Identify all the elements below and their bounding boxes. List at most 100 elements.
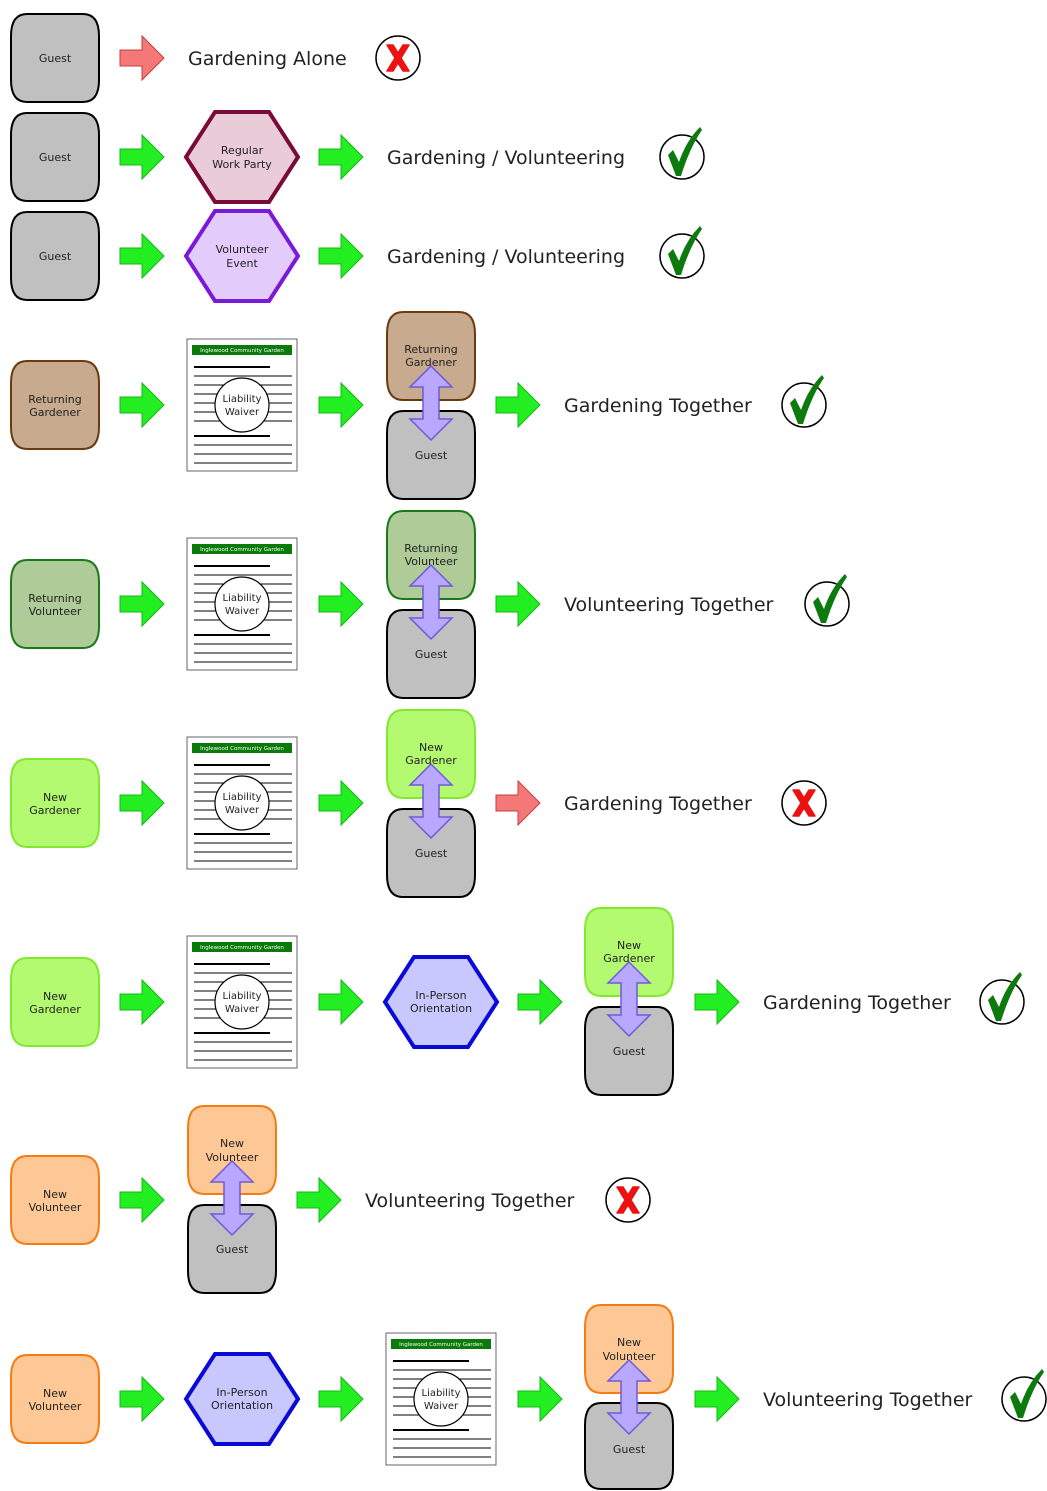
badge-label-line-1: Returning [28, 592, 82, 605]
right-arrow-icon [119, 134, 165, 180]
pairing-stack: Guest New Gardener [386, 709, 476, 898]
hexagon-label-line-2: Event [226, 257, 258, 270]
right-arrow-icon [119, 35, 165, 81]
waiver-label-line-1: Liability [223, 792, 262, 803]
guest-badge: Guest [584, 1402, 674, 1490]
waiver-label-line-2: Waiver [225, 805, 260, 816]
row-6: New Gardener Inglewood Community Garden … [10, 709, 827, 898]
waiver-label-line-1: Liability [223, 991, 262, 1002]
liability-waiver-document: Inglewood Community Garden Liability Wai… [186, 537, 298, 671]
hexagon-label-line-2: Orientation [410, 1002, 472, 1015]
returning-gardener-badge: Returning Gardener [386, 311, 476, 401]
waiver-header: Inglewood Community Garden [200, 945, 284, 951]
badge-label-line-2: Gardener [405, 356, 457, 369]
new-gardener-badge: New Gardener [386, 709, 476, 799]
row-5: Returning Volunteer Inglewood Community … [10, 510, 850, 699]
right-arrow-icon [517, 979, 563, 1025]
pairing-stack: Guest Returning Gardener [386, 311, 476, 500]
check-mark-icon [659, 126, 705, 180]
outcome-text: Gardening Together [564, 793, 752, 815]
liability-waiver-document: Inglewood Community Garden Liability Wai… [385, 1332, 497, 1466]
returning-gardener-badge: Returning Gardener [10, 360, 100, 450]
check-mark-icon [1001, 1368, 1047, 1422]
waiver-label-line-2: Waiver [225, 407, 260, 418]
badge-label-line-1: New [43, 990, 67, 1003]
guest-label: Guest [415, 449, 448, 462]
waiver-label-line-2: Waiver [424, 1401, 459, 1412]
right-arrow-icon [318, 233, 364, 279]
hexagon-label-line-2: Work Party [212, 158, 272, 171]
new-volunteer-badge: New Volunteer [584, 1304, 674, 1394]
right-arrow-icon [495, 780, 541, 826]
right-arrow-icon [119, 581, 165, 627]
guest-badge: Guest [187, 1204, 277, 1294]
new-gardener-badge: New Gardener [584, 907, 674, 997]
waiver-label-line-2: Waiver [225, 606, 260, 617]
liability-waiver-document: Inglewood Community Garden Liability Wai… [186, 338, 298, 472]
returning-volunteer-badge: Returning Volunteer [386, 510, 476, 600]
row-7: New Gardener Inglewood Community Garden … [10, 907, 1025, 1096]
row-4: Returning Gardener Inglewood Community G… [10, 311, 827, 500]
badge-label-line-2: Volunteer [29, 1400, 82, 1413]
right-arrow-icon [318, 979, 364, 1025]
pairing-stack: Guest Returning Volunteer [386, 510, 476, 699]
badge-label-line-2: Volunteer [29, 605, 82, 618]
badge-label-line-2: Volunteer [405, 555, 458, 568]
in-person-orientation-hexagon: In-Person Orientation [383, 955, 499, 1049]
row-8: New Volunteer Guest New Volunteer Volunt… [10, 1105, 651, 1294]
guest-label: Guest [216, 1243, 249, 1256]
right-arrow-icon [119, 1177, 165, 1223]
right-arrow-icon [318, 1376, 364, 1422]
row-3: Guest Volunteer Event Gardening / Volunt… [10, 209, 705, 303]
waiver-label-line-1: Liability [223, 593, 262, 604]
badge-label-line-2: Volunteer [603, 1350, 656, 1363]
guest-label: Guest [39, 250, 72, 263]
new-volunteer-badge: New Volunteer [187, 1105, 277, 1195]
badge-label-line-1: Returning [28, 393, 82, 406]
badge-label-line-1: New [220, 1137, 244, 1150]
waiver-header: Inglewood Community Garden [200, 746, 284, 752]
right-arrow-icon [694, 1376, 740, 1422]
right-arrow-icon [296, 1177, 342, 1223]
in-person-orientation-hexagon: In-Person Orientation [184, 1352, 300, 1446]
new-gardener-badge: New Gardener [10, 957, 100, 1047]
badge-label-line-1: New [617, 939, 641, 952]
outcome-text: Gardening / Volunteering [387, 147, 625, 169]
right-arrow-icon [495, 581, 541, 627]
badge-label-line-2: Gardener [29, 406, 81, 419]
row-1: Guest Gardening Alone [10, 13, 421, 103]
right-arrow-icon [318, 780, 364, 826]
waiver-label-line-1: Liability [223, 394, 262, 405]
badge-label-line-1: New [617, 1336, 641, 1349]
badge-label-line-1: Returning [404, 343, 458, 356]
badge-label-line-2: Gardener [405, 754, 457, 767]
badge-label-line-1: Returning [404, 542, 458, 555]
right-arrow-icon [318, 382, 364, 428]
hexagon-label-line-1: Regular [221, 144, 264, 157]
pairing-stack: Guest New Gardener [584, 907, 674, 1096]
right-arrow-icon [318, 134, 364, 180]
outcome-text: Volunteering Together [564, 594, 774, 616]
badge-label-line-2: Volunteer [206, 1151, 259, 1164]
liability-waiver-document: Inglewood Community Garden Liability Wai… [186, 935, 298, 1069]
x-mark-icon [781, 780, 827, 826]
new-volunteer-badge: New Volunteer [10, 1155, 100, 1245]
guest-badge: Guest [386, 808, 476, 898]
regular-work-party-hexagon: Regular Work Party [184, 110, 300, 204]
new-volunteer-badge: New Volunteer [10, 1354, 100, 1444]
badge-label-line-2: Gardener [29, 1003, 81, 1016]
volunteer-event-hexagon: Volunteer Event [184, 209, 300, 303]
guest-label: Guest [39, 151, 72, 164]
waiver-header: Inglewood Community Garden [200, 547, 284, 553]
outcome-text: Gardening Together [564, 395, 752, 417]
right-arrow-icon [119, 1376, 165, 1422]
guest-badge: Guest [10, 13, 100, 103]
right-arrow-icon [119, 780, 165, 826]
badge-label-line-1: New [43, 1387, 67, 1400]
waiver-header: Inglewood Community Garden [200, 348, 284, 354]
guest-badge: Guest [386, 410, 476, 500]
outcome-text: Gardening Together [763, 992, 951, 1014]
check-mark-icon [804, 573, 850, 627]
hexagon-label-line-1: In-Person [216, 1386, 267, 1399]
check-mark-icon [781, 374, 827, 428]
